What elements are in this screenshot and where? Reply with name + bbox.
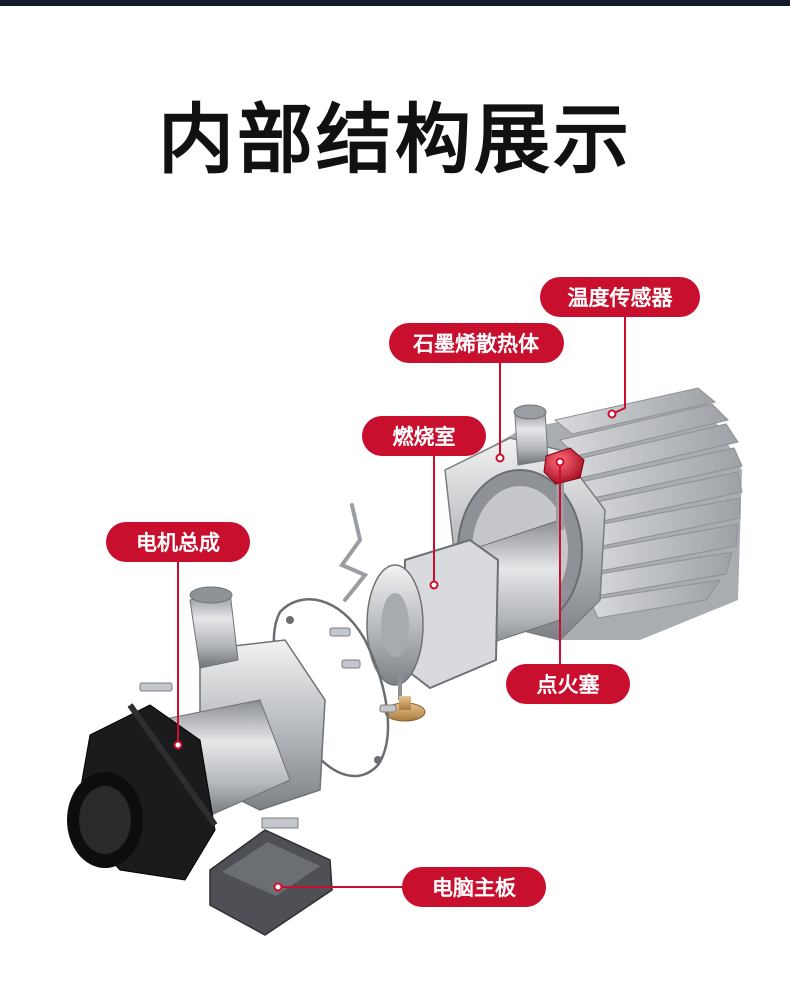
label-graphene-heatsink: 石墨烯散热体 [389, 323, 564, 363]
callout-dot-glow-plug [555, 457, 565, 467]
callout-dot-combustion-chamber [429, 580, 439, 590]
page-title: 内部结构展示 [158, 95, 632, 184]
top-bar [0, 0, 790, 6]
label-graphene-heatsink-text: 石墨烯散热体 [412, 332, 540, 356]
motor-assembly-part [67, 586, 326, 881]
callout-dot-motor-assembly [173, 740, 183, 750]
control-board-part [209, 817, 333, 936]
callout-lines [177, 316, 626, 888]
label-control-board-text: 电脑主板 [432, 876, 517, 900]
label-motor-assembly-text: 电机总成 [136, 531, 220, 555]
callout-dots [173, 409, 617, 892]
wire-bracket [338, 503, 369, 602]
label-combustion-chamber-text: 燃烧室 [393, 425, 456, 449]
label-control-board: 电脑主板 [402, 867, 546, 907]
callout-dot-graphene-heatsink [495, 453, 505, 463]
label-glow-plug-text: 点火塞 [537, 673, 601, 697]
callout-dot-control-board [273, 882, 283, 892]
bolts [139, 627, 397, 713]
heatsink-fins [553, 387, 743, 619]
label-temperature-sensor: 温度传感器 [540, 277, 700, 317]
label-temperature-sensor-text: 温度传感器 [568, 286, 674, 310]
label-combustion-chamber: 燃烧室 [362, 416, 486, 456]
label-glow-plug: 点火塞 [506, 664, 630, 704]
label-motor-assembly: 电机总成 [106, 522, 250, 562]
callout-dot-temperature-sensor [607, 409, 617, 419]
burner-flange [366, 538, 500, 690]
callout-line-temperature-sensor [611, 316, 626, 415]
